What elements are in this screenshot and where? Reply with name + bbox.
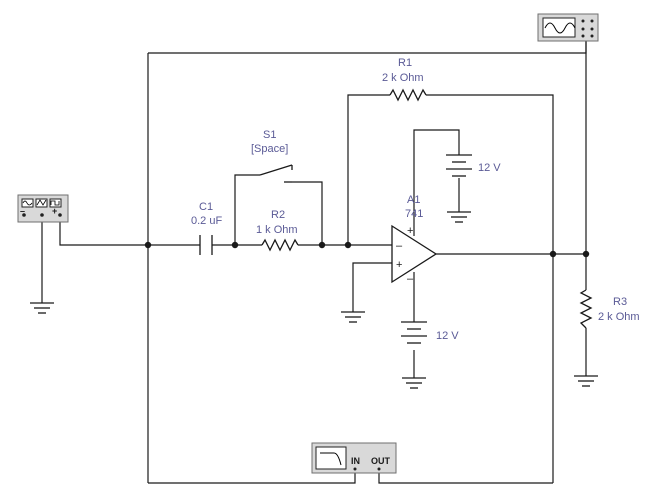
opamp-positive-supply-sign: + xyxy=(407,225,413,237)
junction-dot xyxy=(144,241,152,249)
switch-s1[interactable] xyxy=(259,164,293,183)
bode-in-label: IN xyxy=(351,456,360,466)
bode-plotter-instrument[interactable]: IN OUT xyxy=(311,442,397,474)
bode-out-label: OUT xyxy=(371,456,391,466)
junction-dot xyxy=(344,241,352,249)
ground-symbol[interactable] xyxy=(402,377,426,389)
opamp-inverting-input-sign: – xyxy=(396,240,403,252)
svg-text:+: + xyxy=(52,206,57,216)
resistor-r2[interactable] xyxy=(261,238,299,252)
lowpass-curve-icon xyxy=(320,452,342,466)
s1-key-label: [Space] xyxy=(251,143,288,155)
a1-model-label: 741 xyxy=(405,208,423,220)
resistor-r1[interactable] xyxy=(389,88,427,102)
resistor-r3[interactable] xyxy=(579,289,593,329)
r3-value-label: 2 k Ohm xyxy=(598,311,640,323)
opamp-negative-supply-sign: – xyxy=(407,273,414,285)
a1-ref-label: A1 xyxy=(407,194,420,206)
c1-ref-label: C1 xyxy=(199,201,213,213)
svg-text:–: – xyxy=(20,206,25,216)
sine-wave-icon xyxy=(22,200,33,206)
r2-ref-label: R2 xyxy=(271,209,285,221)
triangle-wave-icon xyxy=(36,199,47,206)
battery-positive-supply[interactable] xyxy=(446,154,472,177)
capacitor-c1[interactable] xyxy=(199,235,213,255)
oscilloscope-instrument[interactable] xyxy=(537,13,599,42)
opamp-a1[interactable] xyxy=(391,224,438,284)
sine-wave-icon xyxy=(544,22,576,34)
r1-ref-label: R1 xyxy=(398,57,412,69)
junction-dot xyxy=(318,241,326,249)
s1-ref-label: S1 xyxy=(263,129,276,141)
opamp-noninverting-input-sign: + xyxy=(396,259,402,271)
r1-value-label: 2 k Ohm xyxy=(382,72,424,84)
function-generator-instrument[interactable]: + – xyxy=(17,194,69,223)
r2-value-label: 1 k Ohm xyxy=(256,224,298,236)
ground-symbol[interactable] xyxy=(447,211,471,223)
c1-value-label: 0.2 uF xyxy=(191,215,222,227)
v-pos-value-label: 12 V xyxy=(478,162,501,174)
battery-negative-supply[interactable] xyxy=(401,321,427,344)
wires xyxy=(41,40,587,484)
ground-symbol[interactable] xyxy=(30,302,54,314)
square-wave-icon xyxy=(50,200,60,206)
ground-symbol[interactable] xyxy=(341,311,365,323)
r3-ref-label: R3 xyxy=(613,296,627,308)
junctions xyxy=(144,241,590,258)
ground-symbol[interactable] xyxy=(574,375,598,387)
junction-dot xyxy=(231,241,239,249)
junction-dot xyxy=(582,250,590,258)
v-neg-value-label: 12 V xyxy=(436,330,459,342)
junction-dot xyxy=(549,250,557,258)
